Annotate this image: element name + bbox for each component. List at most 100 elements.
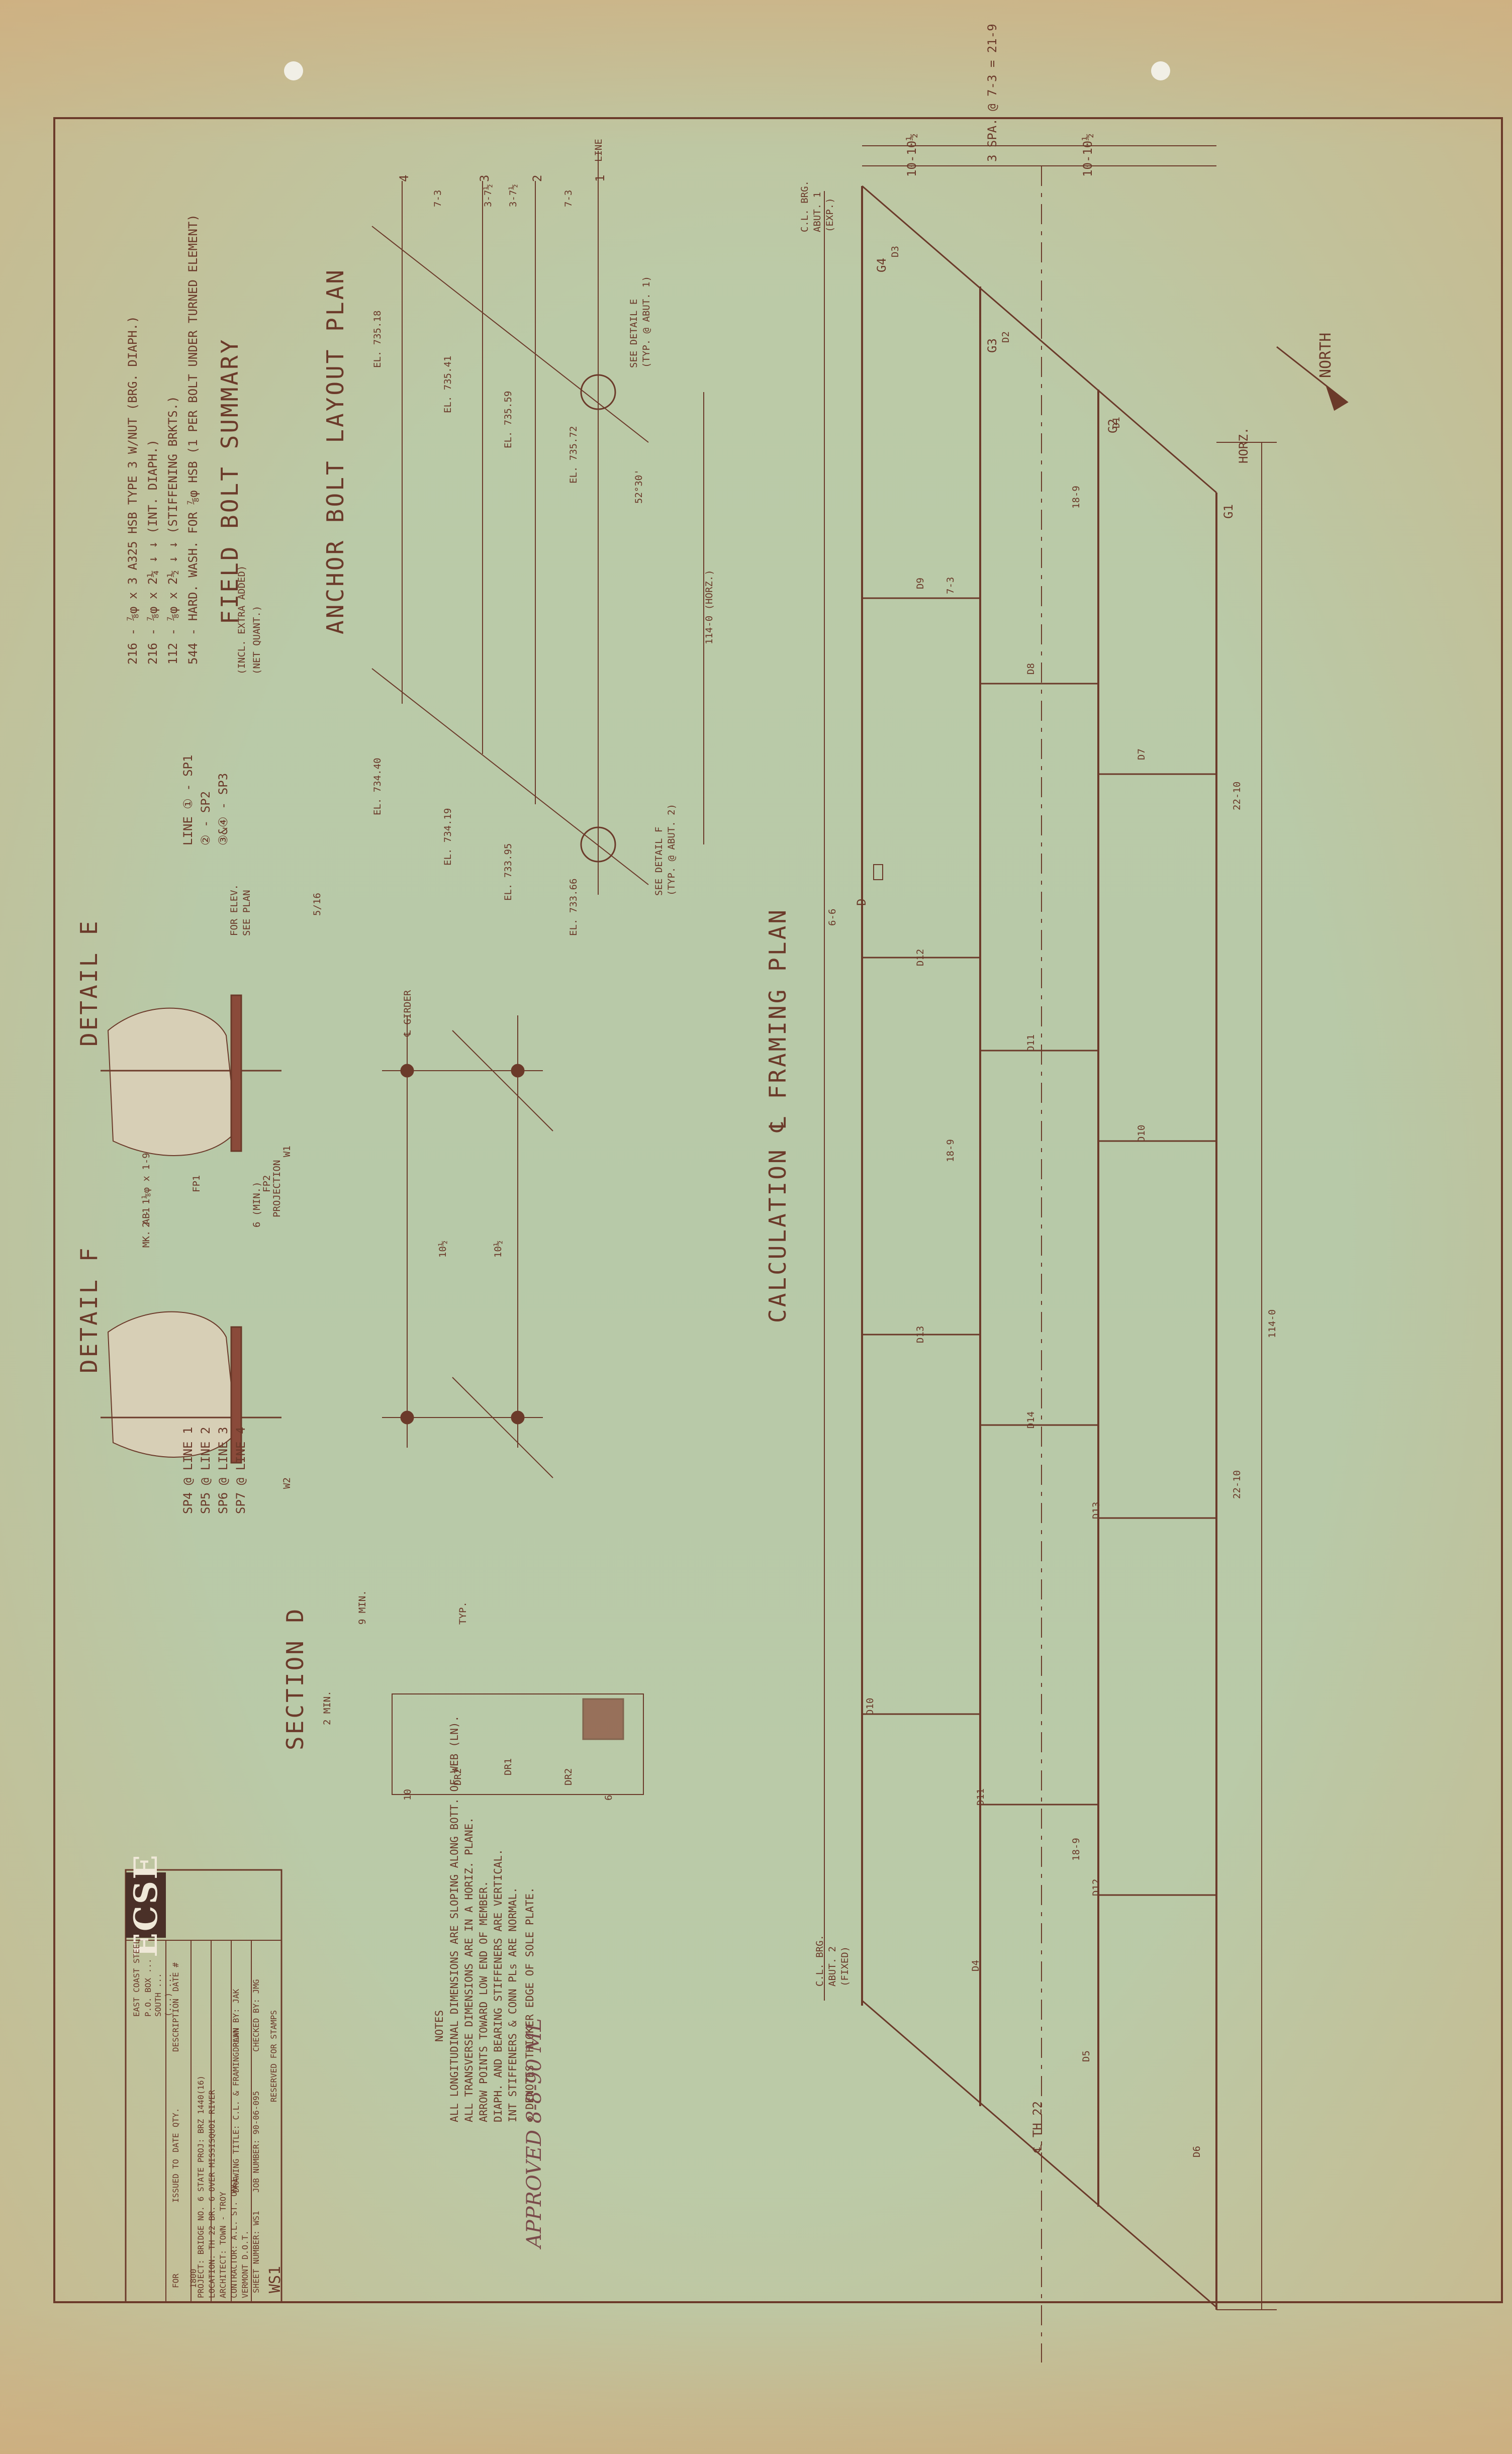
tb-architect: ARCHITECT: TOWN - TROY [218, 2192, 228, 2298]
diaphragm-d8: D8 [1025, 663, 1036, 675]
abut1-skew-line [862, 185, 1217, 494]
see-plan-sub: FOR ELEV. [229, 884, 240, 936]
bay-dim: 18-9 [1071, 486, 1082, 509]
see-plan: SEE PLAN [241, 890, 252, 936]
dr-label: DR2 [563, 1768, 574, 1785]
diaphragm-d11: D11 [1025, 1034, 1036, 1052]
fp1-label: FP1 [191, 1175, 202, 1192]
company-logo: ECSE [126, 1853, 166, 1957]
north-label: NORTH [1317, 332, 1335, 378]
tb-drawn-by: DRAWN BY: JAK [231, 1989, 241, 2052]
weld-size: 5/16 [312, 893, 323, 916]
punch-hole [284, 61, 303, 80]
w1-label: W1 [281, 1146, 293, 1157]
dim-10b: 10½ [493, 1240, 504, 1258]
girder-g1: G1 [1221, 504, 1236, 519]
line-2: 2 [530, 174, 544, 182]
calc-plan-title: CALCULATION ℄ FRAMING PLAN [764, 908, 791, 1323]
elev-8: EL. 734.40 [372, 758, 383, 815]
detail-f-title: DETAIL F [75, 1246, 103, 1373]
note-line: ARROW POINTS TOWARD LOW END OF MEMBER. [478, 1880, 490, 2122]
horz-label: HORZ. [1237, 427, 1251, 463]
diaphragm-d11b: D11 [975, 1788, 986, 1806]
note-line: INT STIFFENERS & CONN PLs ARE NORMAL. [507, 1887, 519, 2122]
tb-job-number: JOB NUMBER: 90-06-095 [251, 2091, 261, 2193]
diaphragm-d12b: D12 [1091, 1878, 1102, 1896]
reserved-stamps: RESERVED FOR STAMPS [269, 2010, 278, 2102]
punch-hole [1151, 61, 1170, 80]
section-d-title: SECTION D [281, 1607, 309, 1750]
bolt-row: 216 - ⅞φ x 2¼ ↓ ↓ (INT. DIAPH.) [146, 439, 160, 665]
tb-location: LOCATION: TH 22 BR. 6 OVER MISSISQUOI RI… [207, 2090, 217, 2298]
diaphragm-d10: D10 [1136, 1124, 1147, 1142]
projection: PROJECTION [271, 1160, 282, 1217]
tb-project: PROJECT: BRIDGE NO. 6 STATE PROJ: BRZ 14… [196, 2075, 206, 2298]
min-2: 2 MIN. [322, 1690, 333, 1725]
girder-cl: ℄ GIRDER [402, 990, 413, 1036]
section-mark: D [855, 898, 869, 906]
anchor-plan-title: ANCHOR BOLT LAYOUT PLAN [322, 268, 349, 634]
th22-label: ℄ TH 22 [1030, 2101, 1045, 2152]
half-dim-2: 10-10½ [1081, 133, 1095, 177]
rev-header: QTY. [171, 2108, 180, 2127]
diaphragm-d5: D5 [1081, 2050, 1092, 2062]
elev-4: EL. 735.18 [372, 310, 383, 368]
spacing: 3-7½ [508, 184, 519, 207]
tb-sheet: WS1 [266, 2266, 284, 2293]
dr-label: DR1 [503, 1758, 514, 1775]
sp-line: SP4 @ LINE 1 [181, 1427, 195, 1514]
length-dim: 114-0 [1267, 1309, 1278, 1338]
diaphragm-d12: D12 [915, 949, 926, 966]
line-sp: ② - SP2 [199, 791, 213, 845]
min-9: 9 MIN. [357, 1590, 368, 1625]
rev-header: DATE [171, 2133, 180, 2152]
tb-owner: VERMONT D.O.T. [240, 2230, 250, 2298]
company-address: SOUTH ... [153, 1973, 163, 2017]
abut2-type: (FIXED) [839, 1946, 850, 1987]
abut1-cl: C.L. BRG. [799, 180, 810, 232]
section-dim: 6-6 [827, 908, 838, 926]
company-address: P.O. BOX ... [143, 1958, 153, 2017]
abut1-type: (EXP.) [824, 198, 835, 232]
elev-1: EL. 735.72 [568, 426, 579, 484]
diaphragm-d4: D4 [970, 1960, 981, 1971]
detail-e-title: DETAIL E [75, 919, 103, 1047]
skew-angle: 52°30' [633, 469, 644, 504]
elev-5: EL. 733.66 [568, 878, 579, 936]
horz-dim: 114-0 (HORZ.) [704, 570, 715, 644]
bay-dim: 22-10 [1232, 1470, 1243, 1499]
diaphragm-d13b: D13 [1091, 1501, 1102, 1519]
diaphragm-d9: D9 [915, 578, 926, 589]
elev-6: EL. 733.95 [503, 843, 514, 901]
bay-dim: 18-9 [945, 1139, 956, 1162]
bolt-row: 112 - ⅞φ x 2½ ↓ ↓ (STIFFENING BRKTS.) [166, 396, 180, 665]
spacing: 3-7½ [483, 184, 494, 207]
sp-line: SP6 @ LINE 3 [216, 1427, 230, 1514]
elev-3: EL. 735.41 [442, 355, 453, 413]
diaphragm-d1: D1 [1111, 417, 1122, 428]
see-detail-f-sub: (TYP. @ ABUT. 2) [666, 803, 677, 896]
girder-g3: G3 [985, 338, 999, 353]
tb-checked-by: CHECKED BY: JMG [251, 1979, 261, 2052]
approval-stamp: APPROVED 8-8-90 ML [523, 2018, 546, 2248]
rev-header: DESCRIPTION [171, 1999, 180, 2052]
bolt-note-2: (NET QUANT.) [251, 605, 262, 675]
w2-label: W2 [281, 1477, 293, 1489]
elev-2: EL. 735.59 [503, 391, 514, 448]
fp2-label: FP2 [261, 1175, 272, 1192]
note-line: DIAPH. AND BEARING STIFFENERS ARE VERTIC… [492, 1849, 504, 2122]
line-sp: ③&④ - SP3 [216, 773, 230, 845]
diaphragm-d14: D14 [1025, 1411, 1036, 1429]
spacing: 7-3 [563, 190, 574, 207]
spacing: 7-3 [432, 190, 443, 207]
line-label: LINE [593, 139, 604, 162]
dim: 6 [603, 1795, 614, 1801]
bolt-note-1: (INCL. EXTRA ADDED) [236, 565, 247, 675]
line-sp: LINE ① - SP1 [181, 754, 195, 845]
line-3: 3 [478, 174, 492, 182]
diaphragm-d10b: D10 [865, 1697, 876, 1715]
elev-7: EL. 734.19 [442, 808, 453, 866]
abut2-cl: C.L. BRG. [814, 1935, 825, 1987]
